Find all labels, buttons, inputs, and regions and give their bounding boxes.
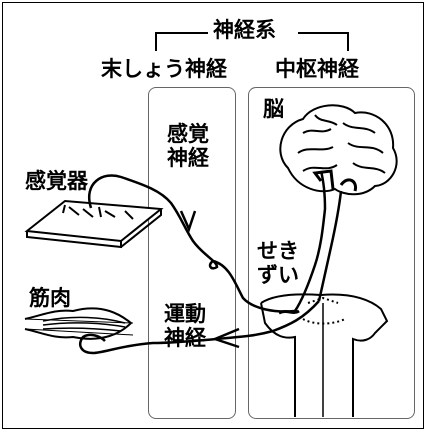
- ascending-pathway: [293, 170, 327, 312]
- sensory-nerve-label-line1: 感覚: [167, 122, 209, 146]
- brain-label: 脳: [263, 97, 284, 121]
- peripheral-nerve-region: [148, 87, 236, 419]
- sensory-nerve-label-line2: 神経: [167, 146, 209, 170]
- sensory-organ-drawing: [24, 199, 164, 249]
- sensory-nerve-arrowhead: [179, 210, 197, 233]
- muscle-label: 筋肉: [29, 286, 71, 310]
- descending-pathway: [317, 190, 343, 302]
- nervous-system-bracket: [155, 32, 349, 51]
- spinal-cord-drawing: [260, 293, 389, 417]
- peripheral-nerve-label: 末しょう神経: [101, 57, 227, 81]
- central-nerve-region: [248, 87, 415, 419]
- muscle-drawing: [24, 307, 134, 340]
- central-nerve-label: 中枢神経: [275, 57, 359, 81]
- sensory-organ-label: 感覚器: [25, 169, 88, 193]
- motor-nerve-label-line2: 神経: [164, 326, 206, 350]
- spinal-cord-label-line1: せき: [257, 239, 299, 263]
- nervous-system-label: 神経系: [213, 18, 276, 42]
- sensory-nerve-fiber: [88, 174, 296, 313]
- motor-nerve-fiber: [79, 300, 320, 355]
- spinal-cord-label-line2: ずい: [257, 263, 299, 287]
- nervous-system-drawing: [24, 32, 398, 417]
- motor-nerve-label-line1: 運動: [164, 302, 206, 326]
- brain-drawing: [279, 104, 398, 196]
- motor-nerve-arrowhead: [211, 327, 240, 349]
